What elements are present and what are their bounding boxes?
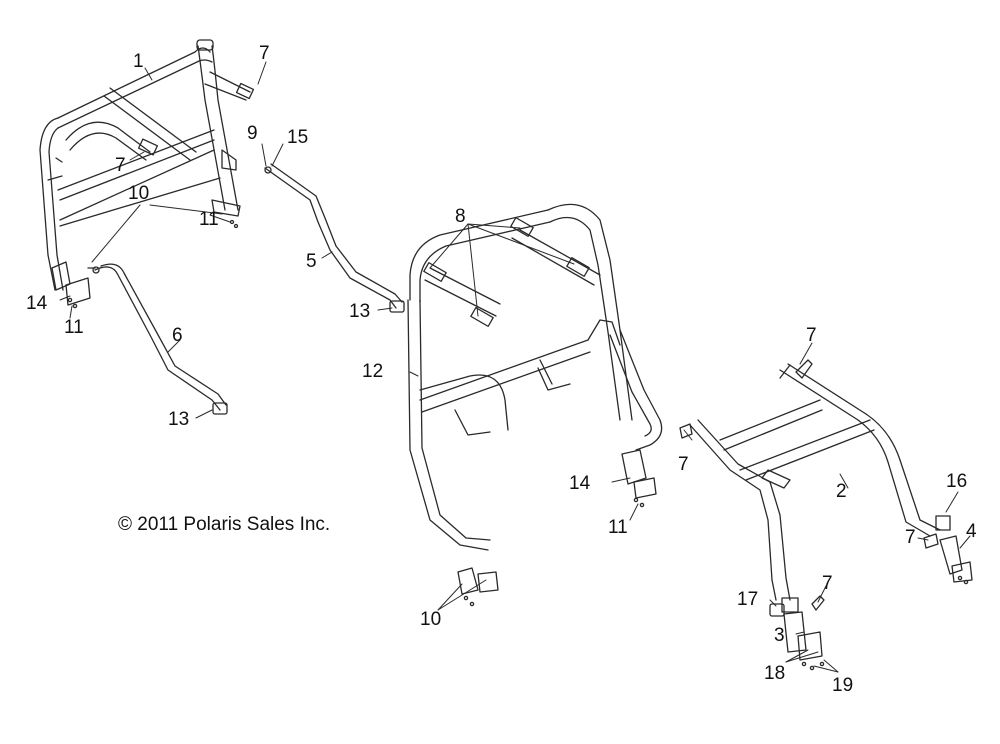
callout-12: 12 — [362, 361, 384, 382]
callout-14: 14 — [26, 293, 48, 314]
callout-7: 7 — [259, 43, 270, 64]
callout-1: 1 — [133, 51, 144, 72]
part-1-cage-top — [39, 39, 255, 309]
callout-8: 8 — [455, 206, 466, 227]
callout-7: 7 — [115, 155, 126, 176]
callout-15: 15 — [287, 127, 309, 148]
callout-7: 7 — [806, 325, 817, 346]
callout-6: 6 — [172, 325, 183, 346]
callout-16: 16 — [946, 471, 968, 492]
callout-11: 11 — [64, 317, 84, 338]
callout-4: 4 — [966, 521, 977, 542]
callout-10: 10 — [128, 183, 150, 204]
part-6-brace — [87, 263, 228, 415]
callout-14: 14 — [569, 473, 591, 494]
callout-3: 3 — [774, 625, 785, 646]
part-12-main-cage — [407, 203, 663, 607]
callout-10: 10 — [420, 609, 442, 630]
callout-11: 11 — [199, 209, 219, 230]
part-5-brace — [264, 163, 405, 313]
callout-18: 18 — [764, 663, 786, 684]
callout-7: 7 — [905, 527, 916, 548]
callout-2: 2 — [836, 481, 847, 502]
copyright-notice: © 2011 Polaris Sales Inc. — [118, 514, 331, 535]
callout-9: 9 — [247, 123, 258, 144]
callout-11: 11 — [608, 517, 628, 538]
callout-7: 7 — [678, 454, 689, 475]
callout-13: 13 — [349, 301, 371, 322]
part-2-rear-cage — [679, 359, 973, 671]
callout-13: 13 — [168, 409, 190, 430]
callout-7: 7 — [822, 573, 833, 594]
callout-17: 17 — [737, 589, 759, 610]
leader-lines — [59, 61, 971, 673]
callout-19: 19 — [832, 675, 854, 696]
callout-5: 5 — [306, 251, 317, 272]
